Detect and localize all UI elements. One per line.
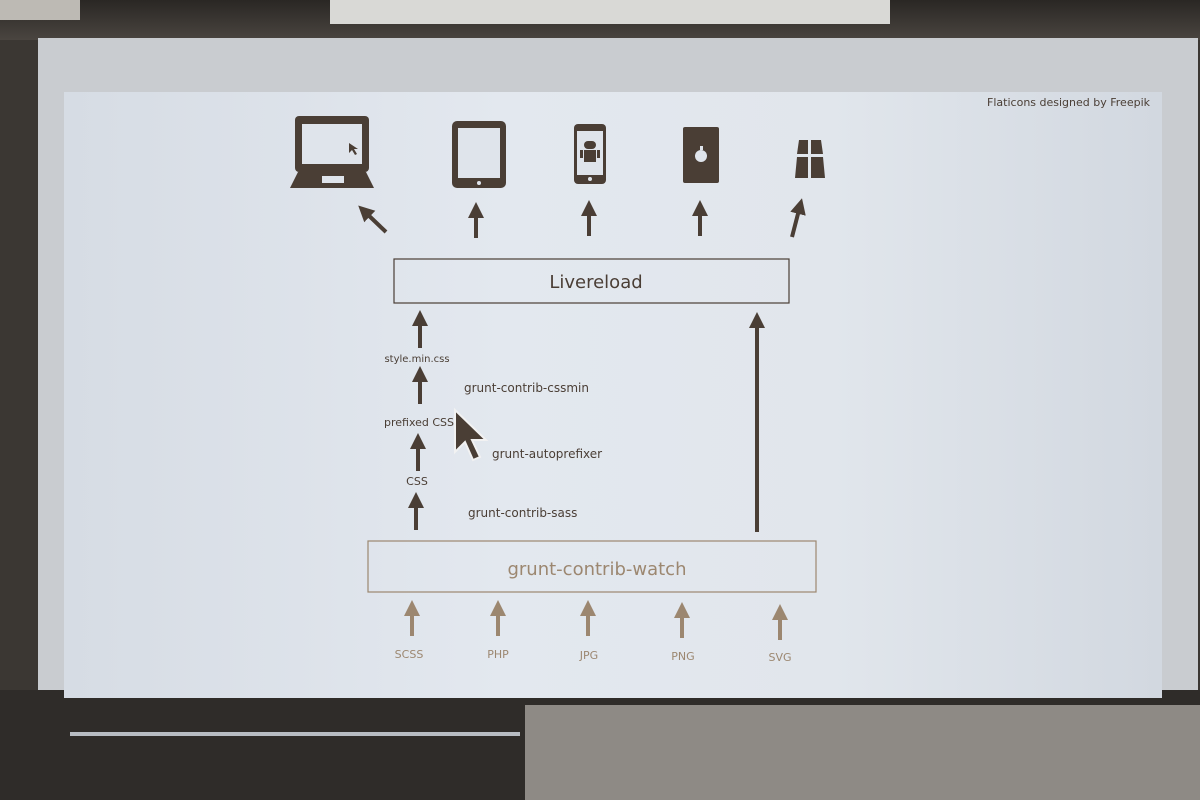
arrow-to-laptop bbox=[358, 205, 388, 234]
stage-prefixed-css: prefixed CSS bbox=[384, 416, 454, 429]
android-phone-icon bbox=[574, 124, 606, 184]
livereload-box: Livereload bbox=[393, 258, 790, 304]
source-svg: SVG bbox=[768, 651, 791, 664]
windows-device-icon bbox=[795, 140, 825, 178]
laptop-icon bbox=[290, 116, 374, 188]
ceiling-light bbox=[0, 0, 80, 20]
tablet-icon bbox=[452, 121, 506, 188]
watch-box: grunt-contrib-watch bbox=[367, 540, 817, 593]
source-png: PNG bbox=[671, 650, 694, 663]
source-php: PHP bbox=[487, 648, 509, 661]
stage-style-min-css: style.min.css bbox=[384, 354, 449, 365]
source-arrows bbox=[404, 600, 788, 640]
credit-text: Flaticons designed by Freepik bbox=[987, 96, 1151, 109]
task-cssmin: grunt-contrib-cssmin bbox=[464, 381, 589, 395]
desk bbox=[525, 705, 1200, 800]
task-sass: grunt-contrib-sass bbox=[468, 506, 577, 520]
livereload-label: Livereload bbox=[549, 272, 642, 293]
task-autoprefixer: grunt-autoprefixer bbox=[492, 447, 602, 461]
source-scss: SCSS bbox=[395, 648, 424, 661]
slide bbox=[64, 92, 1162, 698]
pipeline-arrows bbox=[408, 310, 765, 532]
arrow-to-windows bbox=[790, 198, 806, 238]
mouse-cursor-icon bbox=[454, 407, 489, 462]
ceiling-light bbox=[330, 0, 890, 24]
stage-css: CSS bbox=[406, 475, 428, 488]
device-arrows bbox=[358, 198, 806, 238]
wall-stripe bbox=[70, 732, 520, 736]
apple-device-icon bbox=[683, 127, 719, 183]
source-jpg: JPG bbox=[579, 649, 598, 662]
watch-label: grunt-contrib-watch bbox=[507, 559, 686, 580]
